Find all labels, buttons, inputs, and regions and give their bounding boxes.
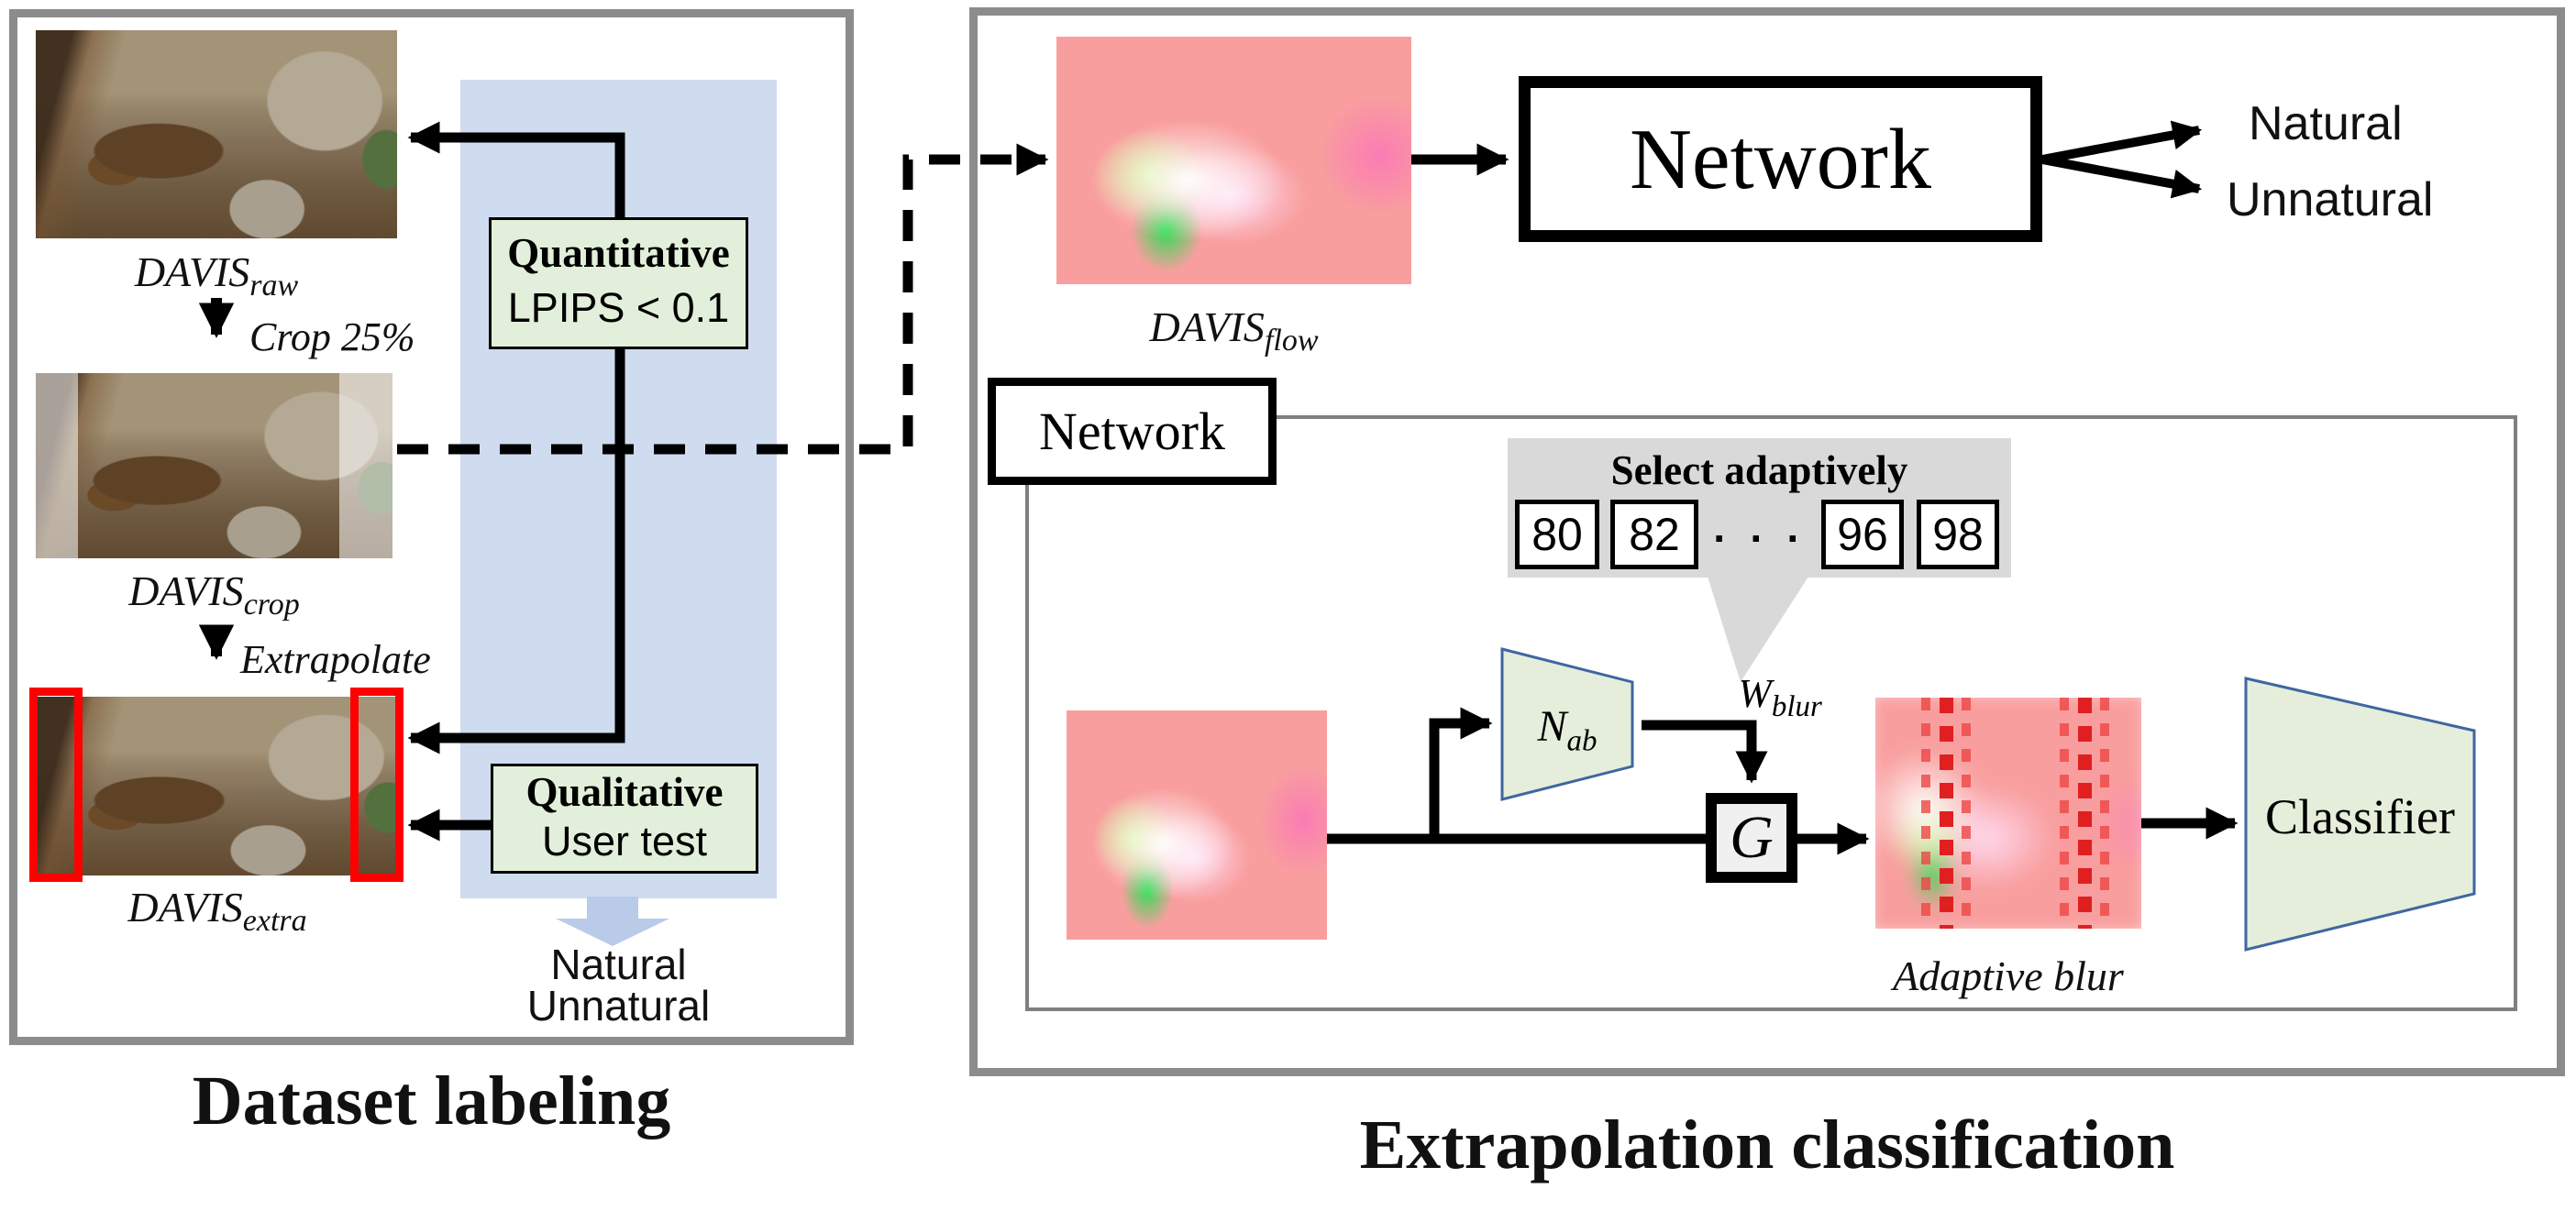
davis-raw-photo <box>36 30 397 238</box>
qualitative-title: Qualitative <box>525 769 724 815</box>
quantitative-box: Quantitative LPIPS < 0.1 <box>489 217 748 349</box>
adaptive-blur-colormap <box>1875 698 2141 929</box>
blur-dots-col-4 <box>2060 698 2069 929</box>
davis-crop-label: DAVIScrop <box>128 567 300 622</box>
adaptive-blur-image <box>1875 698 2141 929</box>
network-detail-label: Network <box>1039 402 1225 461</box>
network-main-label: Network <box>1630 111 1931 207</box>
select-adaptively-title: Select adaptively <box>1610 447 1908 493</box>
adaptive-blur-label: Adaptive blur <box>1893 952 2124 999</box>
blur-width-option-96: 96 <box>1821 500 1904 569</box>
extrapolated-region-right <box>350 688 404 882</box>
blur-width-option-98: 98 <box>1917 500 1999 569</box>
inner-flow-image <box>1067 710 1327 940</box>
right-output-unnatural: Unnatural <box>2227 173 2434 226</box>
classifier-label: Classifier <box>2265 789 2455 844</box>
blur-width-option-82: 82 <box>1610 500 1698 569</box>
davis-raw-label: DAVISraw <box>134 248 299 303</box>
davis-flow-label: DAVISflow <box>1149 303 1319 358</box>
crop-fade-left <box>36 373 78 558</box>
network-main-box: Network <box>1519 76 2042 242</box>
blur-gate-box: G <box>1706 793 1797 883</box>
left-panel-caption: Dataset labeling <box>192 1062 671 1139</box>
davis-extra-photo <box>29 688 404 882</box>
right-panel-caption: Extrapolation classification <box>1359 1106 2175 1183</box>
w-blur-label: Wblur <box>1738 671 1822 723</box>
quantitative-detail: LPIPS < 0.1 <box>507 284 730 331</box>
blur-dots-col-3 <box>1962 698 1971 929</box>
left-output-unnatural: Unnatural <box>526 982 711 1029</box>
davis-flow-image <box>1056 37 1411 284</box>
davis-extra-label: DAVISextra <box>127 884 307 939</box>
blur-width-ellipsis: · · · <box>1713 514 1807 562</box>
network-detail-box <box>1025 415 2517 1011</box>
inner-flow-colormap <box>1067 710 1327 940</box>
blur-dots-col-2 <box>1940 698 1953 929</box>
qualitative-detail: User test <box>541 818 708 864</box>
blur-dots-col-6 <box>2100 698 2109 929</box>
blur-dots-col-1 <box>1921 698 1930 929</box>
davis-crop-photo <box>36 373 392 558</box>
extrapolated-region-left <box>29 688 83 882</box>
network-detail-tag: Network <box>988 378 1277 485</box>
blur-gate-label: G <box>1730 804 1774 871</box>
left-output-natural: Natural <box>550 941 687 988</box>
nab-label: Nab <box>1537 702 1598 758</box>
qualitative-box: Qualitative User test <box>491 764 758 874</box>
crop-fade-right <box>339 373 392 558</box>
extrapolate-step-label: Extrapolate <box>240 637 431 682</box>
blur-width-option-80: 80 <box>1515 500 1599 569</box>
flow-colormap <box>1056 37 1411 284</box>
blur-dots-col-5 <box>2078 698 2092 929</box>
right-output-natural: Natural <box>2249 97 2403 150</box>
quantitative-title: Quantitative <box>507 230 730 276</box>
crop-step-label: Crop 25% <box>249 314 415 359</box>
